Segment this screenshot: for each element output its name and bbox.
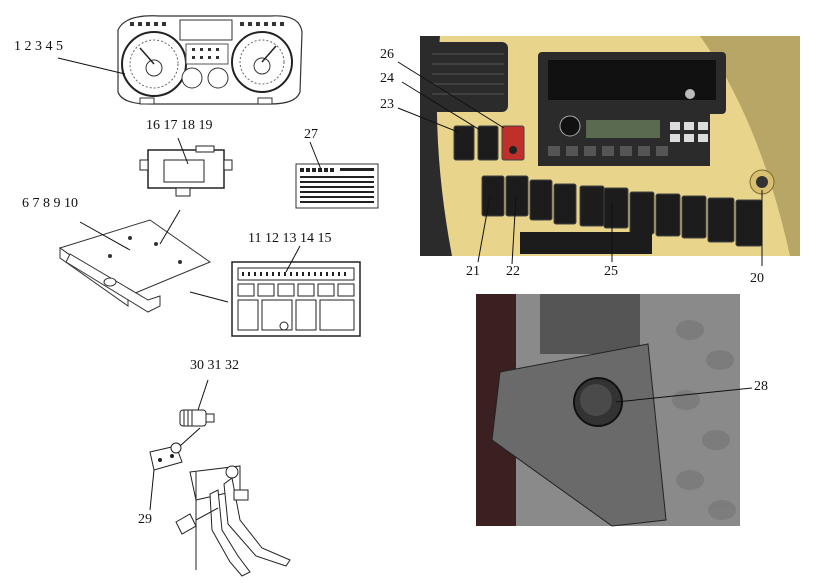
switch-row	[481, 175, 763, 247]
air-vent	[428, 42, 508, 112]
fuse-relay-box	[231, 261, 361, 337]
callout-23: 23	[380, 97, 394, 112]
callout-29: 29	[138, 512, 152, 527]
mounting-bracket	[58, 219, 212, 313]
floor-photo	[476, 294, 740, 527]
callout-25: 25	[604, 264, 618, 279]
pedal-sensor	[179, 409, 215, 427]
callout-21: 21	[466, 264, 480, 279]
pedal-assembly	[175, 465, 291, 577]
switch-24	[477, 125, 499, 161]
callout-sensor: 30 31 32	[190, 358, 239, 373]
sensor-bracket	[149, 442, 183, 471]
callout-27: 27	[304, 127, 318, 142]
callout-bracket: 6 7 8 9 10	[22, 196, 78, 211]
instrument-cluster	[117, 15, 303, 105]
callout-22: 22	[506, 264, 520, 279]
control-unit-box	[139, 145, 233, 197]
callout-20: 20	[750, 271, 764, 286]
callout-fusebox: 11 12 13 14 15	[248, 231, 332, 246]
callout-28: 28	[754, 379, 768, 394]
switch-23	[453, 125, 475, 161]
callout-ecu: 16 17 18 19	[146, 118, 213, 133]
callout-cluster: 1 2 3 4 5	[14, 39, 63, 54]
floor-cover-plate	[491, 343, 667, 527]
switch-26-red	[501, 125, 525, 161]
callout-24: 24	[380, 71, 394, 86]
relay-label-panel	[295, 163, 379, 209]
dashboard-photo	[420, 36, 800, 256]
callout-26: 26	[380, 47, 394, 62]
